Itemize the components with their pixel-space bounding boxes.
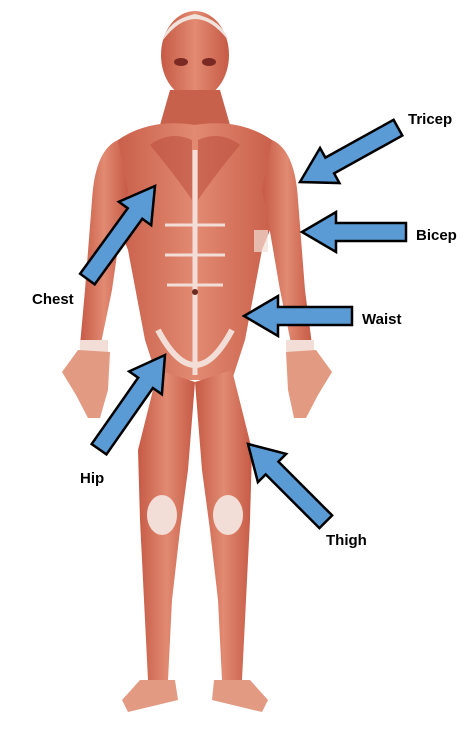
bicep-arrow: [302, 212, 406, 252]
tricep-label: Tricep: [408, 111, 452, 128]
right-leg: [195, 370, 268, 712]
neck: [160, 90, 230, 125]
chest-label: Chest: [32, 291, 74, 308]
left-leg: [122, 370, 195, 712]
thigh-label: Thigh: [326, 532, 367, 549]
bicep-label: Bicep: [416, 227, 457, 244]
head: [161, 11, 229, 99]
hip-label: Hip: [80, 470, 104, 487]
waist-label: Waist: [362, 311, 401, 328]
tricep-arrow: [290, 110, 407, 199]
